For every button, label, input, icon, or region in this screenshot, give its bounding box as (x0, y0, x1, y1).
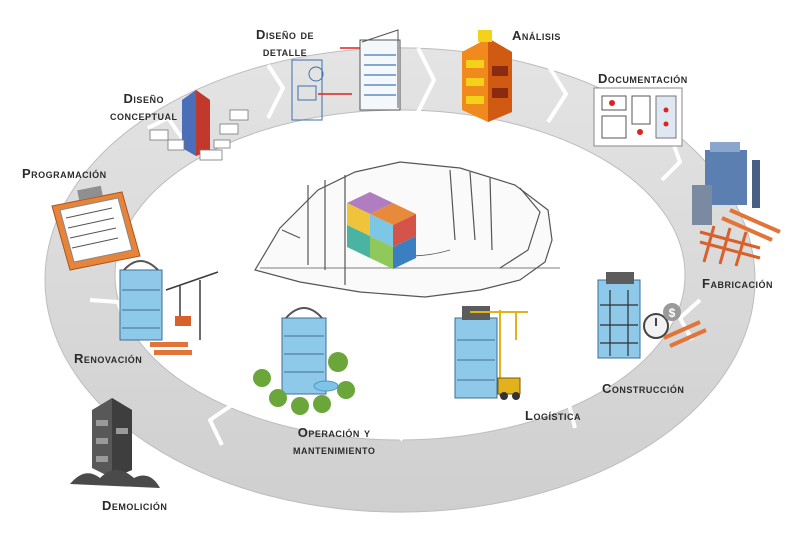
fabrication-icon (692, 142, 781, 267)
demolition-icon (70, 398, 160, 488)
documentation-icon (593, 87, 683, 147)
label-operacion: Operación y mantenimiento (293, 425, 376, 457)
svg-text:$: $ (669, 306, 676, 320)
clipboard-icon (51, 185, 141, 271)
label-renovacion: Renovación (74, 351, 143, 366)
label-fabricacion: Fabricación (702, 276, 773, 291)
detailed-design-icon (291, 29, 401, 121)
operation-icon (253, 307, 355, 415)
label-demolicion: Demolición (102, 498, 168, 513)
label-logistica: Logística (525, 408, 581, 423)
bim-cube-icon (347, 192, 416, 269)
label-construccion: Construcción (602, 381, 685, 396)
label-documentacion: Documentación (598, 71, 688, 86)
logistics-icon (454, 306, 528, 400)
label-programacion: Programación (22, 166, 107, 181)
conceptual-design-icon (149, 90, 249, 161)
label-diseno-conceptual: Diseño conceptual (110, 91, 178, 123)
label-analisis: Análisis (512, 28, 561, 43)
renovation-icon (119, 260, 219, 355)
analysis-icon (462, 30, 512, 122)
label-diseno-detalle: Diseño de detalle (256, 27, 315, 59)
construction-icon: $ (597, 272, 707, 359)
